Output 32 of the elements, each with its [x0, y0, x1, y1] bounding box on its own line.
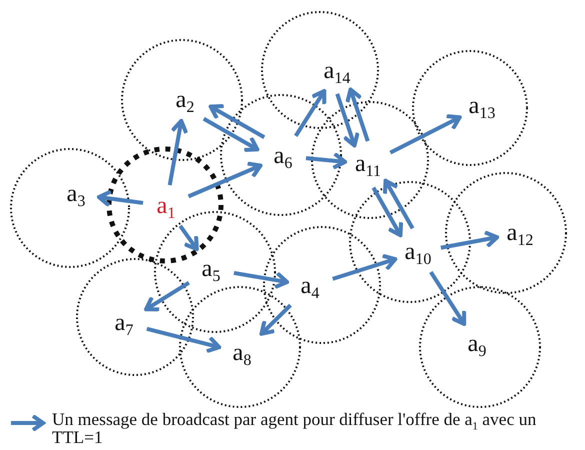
agent-label: a$_{7}$ [112, 310, 136, 336]
arrow [234, 270, 290, 290]
agent-label: a$_{5}$ [200, 256, 222, 282]
arrow [294, 89, 326, 138]
agent-label: a$_{3}$ [64, 181, 88, 207]
agent-label: a$_{9}$ [466, 331, 488, 357]
arrow [168, 118, 188, 186]
arrow [345, 87, 370, 142]
arrow [335, 93, 360, 148]
arrow [372, 186, 404, 238]
arrow [208, 104, 266, 139]
agent-label: a$_{12}$ [504, 220, 536, 246]
arrow [389, 114, 462, 154]
arrow [202, 117, 260, 152]
agent-label: a$_{2}$ [174, 87, 196, 113]
agent-label: a$_{4}$ [298, 273, 322, 299]
agent-label: a$_{6}$ [272, 143, 294, 169]
agent-label: a$_{8}$ [230, 340, 254, 366]
legend-text: Un message de broadcast par agent pour diffuser l'offre de a$_{1}$ avec un TTL=1 [52, 410, 538, 447]
arrow [429, 270, 466, 326]
arrow [332, 254, 398, 281]
arrow [306, 152, 348, 170]
agent-label: a$_{1}$ [154, 193, 178, 219]
agent-label: a$_{14}$ [322, 58, 352, 84]
agent-label: a$_{11}$ [352, 151, 384, 177]
arrow [382, 178, 414, 230]
agent-label: a$_{13}$ [466, 93, 498, 119]
arrow [146, 326, 222, 354]
arrow [440, 230, 500, 250]
agent-label: a$_{10}$ [402, 239, 434, 265]
arrow [96, 190, 144, 208]
arrow [188, 162, 262, 198]
